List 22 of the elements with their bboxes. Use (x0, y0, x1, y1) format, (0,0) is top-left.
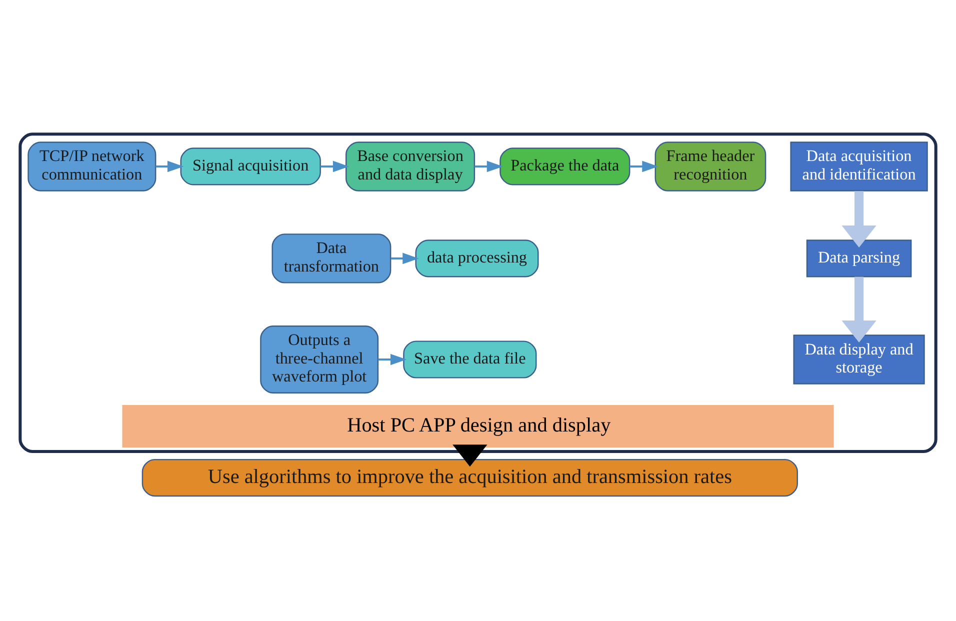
arrow (452, 444, 488, 466)
node-box: Signal acquisition (180, 147, 321, 185)
node-box: Data transformation (272, 233, 392, 283)
node-box: Package the data (500, 147, 630, 185)
node-box: Frame header recognition (654, 141, 766, 191)
arrow (320, 160, 350, 172)
arrow (390, 252, 419, 264)
arrow (474, 160, 504, 172)
node-box: TCP/IP network communication (28, 141, 156, 191)
node-box: Save the data file (403, 340, 537, 378)
arrow (156, 160, 184, 172)
arrow (842, 190, 876, 248)
arrow (378, 353, 407, 365)
node-box: Use algorithms to improve the acquisition and transmission rates (142, 458, 798, 496)
node-box: Data display and storage (793, 334, 925, 384)
node-box: Base conversion and data display (346, 141, 476, 191)
node-box: Outputs a three-channel waveform plot (260, 325, 379, 393)
arrow (842, 276, 876, 342)
node-box: Data acquisition and identification (790, 141, 928, 191)
node-box: Data parsing (806, 239, 912, 277)
arrow (630, 160, 658, 172)
node-box: data processing (415, 239, 539, 277)
